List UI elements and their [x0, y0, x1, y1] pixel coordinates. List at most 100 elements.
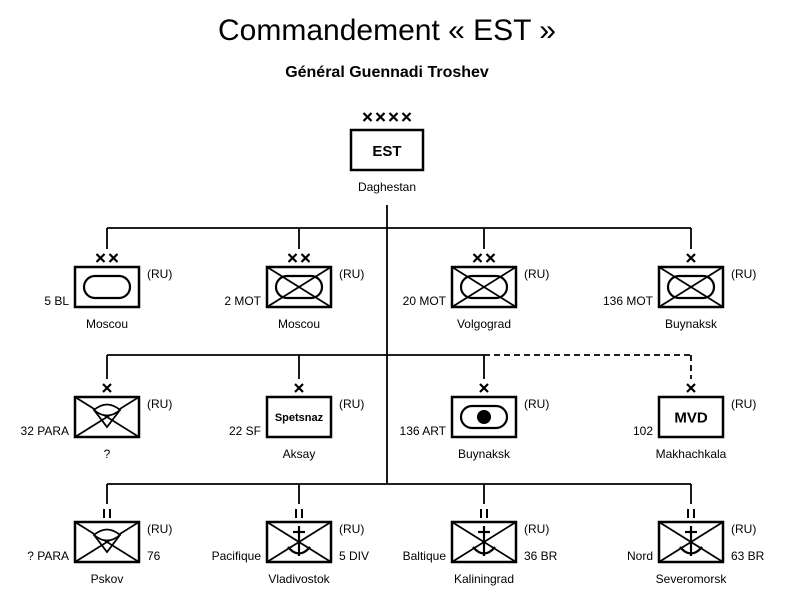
unit-symbol-mech-inf	[265, 265, 333, 309]
unit-location: Aksay	[283, 447, 316, 461]
echelon-cross	[287, 253, 298, 263]
armor-oval	[82, 274, 132, 300]
echelon-cross	[375, 112, 386, 122]
echelon-mark	[472, 253, 496, 263]
unit-right-label: 76	[147, 549, 161, 563]
hq-name: EST	[372, 143, 401, 160]
unit-location: Severomorsk	[656, 572, 728, 586]
unit-right-label: 36 BR	[524, 549, 558, 563]
hq-unit: EST Daghestan	[349, 112, 425, 194]
unit-symbol-marine	[265, 520, 333, 564]
unit-nation: (RU)	[524, 522, 549, 536]
unit-box-text: MVD	[674, 409, 708, 426]
unit-location: Vladivostok	[268, 572, 330, 586]
echelon-cross	[472, 253, 483, 263]
armor-oval	[459, 404, 509, 430]
echelon-cross	[686, 253, 696, 263]
infantry-cross	[451, 266, 517, 308]
infantry-cross	[74, 521, 140, 563]
echelon-cross	[362, 112, 373, 122]
unit-symbol-artillery	[450, 395, 518, 439]
unit-id: 136 ART	[400, 424, 447, 438]
unit-id: Baltique	[403, 549, 447, 563]
artillery-dot	[477, 410, 491, 424]
anchor-flukes	[472, 546, 496, 555]
echelon-mark	[103, 509, 111, 518]
echelon-mark	[95, 253, 119, 263]
echelon-mark	[295, 509, 303, 518]
echelon-cross	[102, 383, 112, 393]
unit-right-label: 5 DIV	[339, 549, 369, 563]
unit: (RU) 32 PARA?	[21, 383, 172, 461]
infantry-cross	[266, 266, 332, 308]
echelon-mark	[687, 509, 695, 518]
anchor-flukes	[679, 546, 703, 555]
unit-nation: (RU)	[147, 267, 172, 281]
echelon-mark	[287, 253, 311, 263]
echelon-cross	[686, 383, 696, 393]
unit-symbol-text: MVD	[657, 395, 725, 439]
echelon-mark	[362, 112, 412, 122]
unit-symbol-airborne	[73, 395, 141, 439]
unit-symbol-marine	[657, 520, 725, 564]
unit: (RU) 2 MOT Moscou	[224, 253, 364, 331]
chart-title: Commandement « EST »	[218, 14, 556, 47]
echelon-cross	[479, 383, 489, 393]
unit-location: ?	[104, 447, 111, 461]
unit-location: Volgograd	[457, 317, 511, 331]
unit-location: Moscou	[278, 317, 320, 331]
unit-nation: (RU)	[339, 267, 364, 281]
unit-id: Nord	[627, 549, 653, 563]
unit-symbol-text: Spetsnaz	[265, 395, 333, 439]
unit-nation: (RU)	[339, 397, 364, 411]
unit-nation: (RU)	[731, 267, 756, 281]
echelon-cross	[294, 383, 304, 393]
unit-box	[265, 395, 333, 439]
unit: Spetsnaz (RU) 22 SF Aksay	[229, 383, 364, 461]
echelon-cross	[95, 253, 106, 263]
unit-nation: (RU)	[524, 267, 549, 281]
unit-location: Pskov	[91, 572, 124, 586]
unit-location: Buynaksk	[458, 447, 511, 461]
unit-id: 20 MOT	[403, 294, 447, 308]
unit-location: Moscou	[86, 317, 128, 331]
unit-nation: (RU)	[731, 397, 756, 411]
echelon-mark	[480, 509, 488, 518]
unit-id: 32 PARA	[21, 424, 69, 438]
unit-location: Buynaksk	[665, 317, 718, 331]
unit-id: 22 SF	[229, 424, 261, 438]
armor-oval	[459, 274, 509, 300]
hq-echelon-mark	[362, 112, 412, 122]
chart-subtitle: Général Guennadi Troshev	[285, 64, 489, 81]
echelon-mark	[686, 383, 696, 393]
armor-oval	[666, 274, 716, 300]
unit-box-text: Spetsnaz	[275, 412, 324, 424]
echelon-mark	[102, 383, 112, 393]
parachute-lines	[93, 409, 121, 429]
unit-id: 2 MOT	[224, 294, 261, 308]
echelon-cross	[300, 253, 311, 263]
unit-box	[73, 265, 141, 309]
armor-oval	[274, 274, 324, 300]
infantry-cross	[658, 266, 724, 308]
unit-location: Kaliningrad	[454, 572, 514, 586]
echelon-cross	[388, 112, 399, 122]
unit-id: Pacifique	[212, 549, 262, 563]
unit-nation: (RU)	[147, 397, 172, 411]
hq-box	[349, 128, 425, 172]
parachute-lines	[93, 534, 121, 554]
unit-symbol-airborne	[73, 520, 141, 564]
infantry-cross	[74, 396, 140, 438]
unit-symbol-marine	[450, 520, 518, 564]
unit-nation: (RU)	[731, 522, 756, 536]
